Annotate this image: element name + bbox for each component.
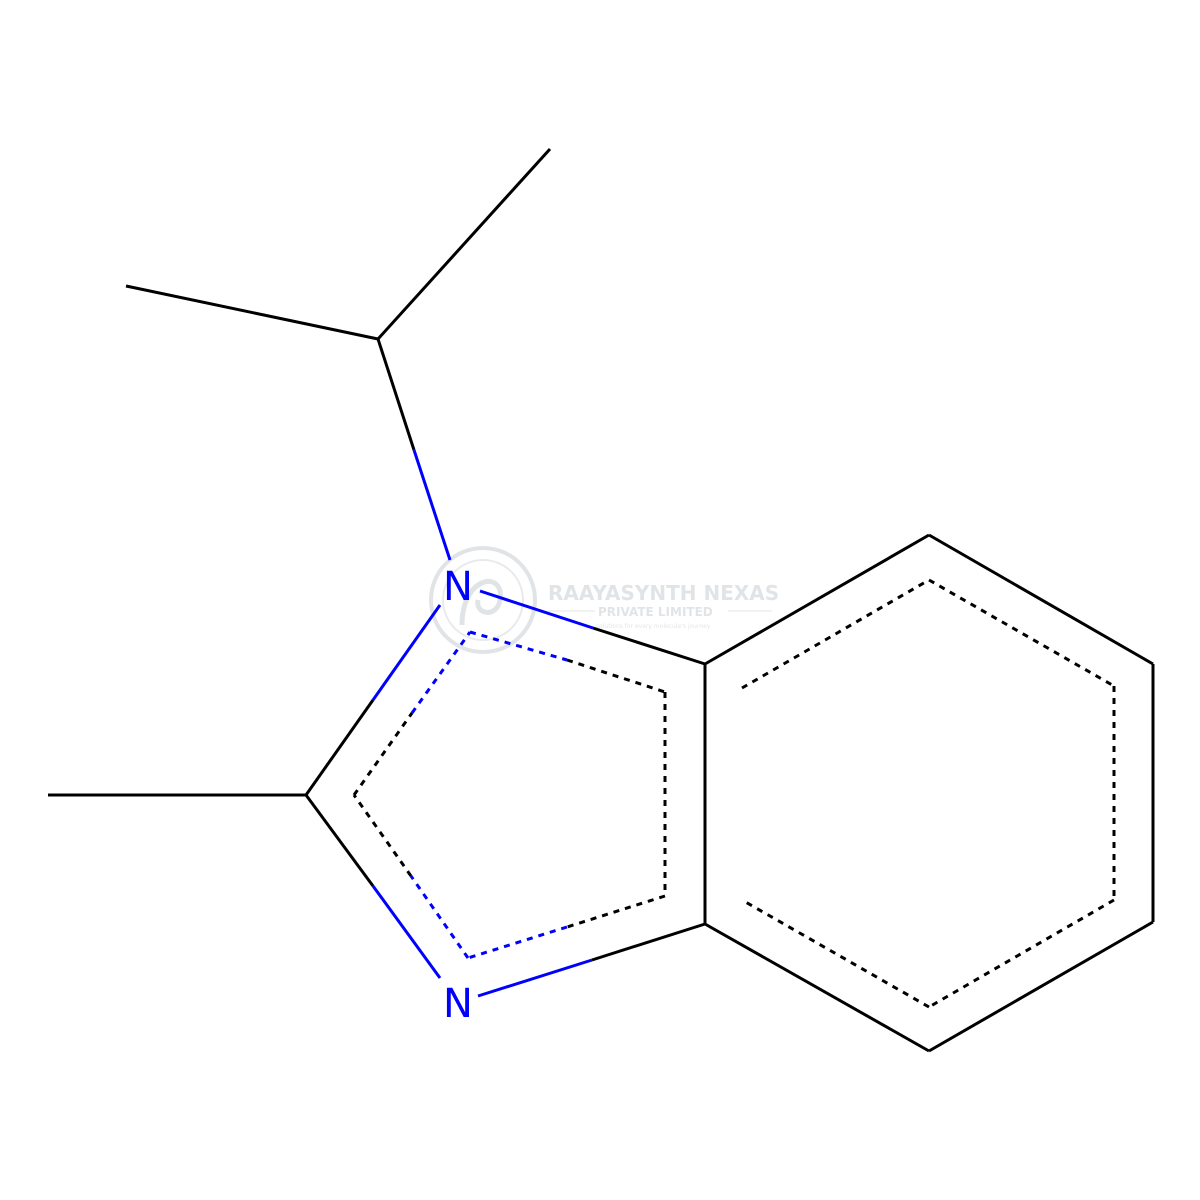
bond-n3-c3a-blue bbox=[477, 958, 593, 998]
bond-c7a-c7 bbox=[704, 533, 930, 666]
atom-label-n1: N bbox=[443, 564, 473, 610]
atom-label-n3: N bbox=[443, 981, 473, 1027]
bond-n1-c2-blue bbox=[371, 604, 442, 701]
bond-c2-n3-black bbox=[304, 794, 375, 887]
bond-c5-c4 bbox=[928, 920, 1154, 1053]
bond-n3-c3a-black bbox=[591, 922, 706, 962]
bond-ch-ch3-left bbox=[125, 284, 379, 341]
bond-n1-c2-black bbox=[304, 699, 375, 796]
arom-n1-c7a-black bbox=[566, 658, 666, 694]
arom-n3-c2-blue bbox=[409, 875, 470, 959]
arom-c2-n1-black bbox=[352, 712, 414, 796]
arom-c7-c6 bbox=[928, 578, 1115, 688]
arom-n1-c7a-blue bbox=[469, 630, 568, 662]
raayasynth-logo-icon bbox=[429, 546, 537, 654]
bond-n1-c7a-black bbox=[592, 626, 706, 666]
arom-c2-n1-blue bbox=[410, 631, 472, 714]
bond-ch-ch3-top bbox=[376, 147, 552, 341]
bond-c4-c3a bbox=[704, 922, 930, 1053]
bond-ch-n1-blue bbox=[412, 449, 452, 561]
bond-n1-c7a-blue bbox=[479, 589, 594, 630]
watermark-tagline: solutions for every molecule's journey bbox=[596, 623, 711, 630]
watermark: RAAYASYNTH NEXAS PRIVATE LIMITED solutio… bbox=[429, 546, 779, 654]
bond-c2-n3-blue bbox=[371, 885, 442, 979]
arom-n3-c2-black bbox=[352, 794, 413, 877]
arom-c3a-n3-blue bbox=[467, 925, 568, 960]
bond-ch-n1-black bbox=[376, 338, 416, 451]
arom-c3a-n3-black bbox=[566, 894, 666, 929]
arom-c4-c3a bbox=[741, 898, 930, 1009]
bond-c7-c6 bbox=[928, 533, 1154, 666]
arom-c5-c4 bbox=[928, 898, 1115, 1009]
watermark-subtitle: PRIVATE LIMITED bbox=[598, 605, 713, 619]
watermark-company: RAAYASYNTH NEXAS bbox=[548, 581, 779, 605]
